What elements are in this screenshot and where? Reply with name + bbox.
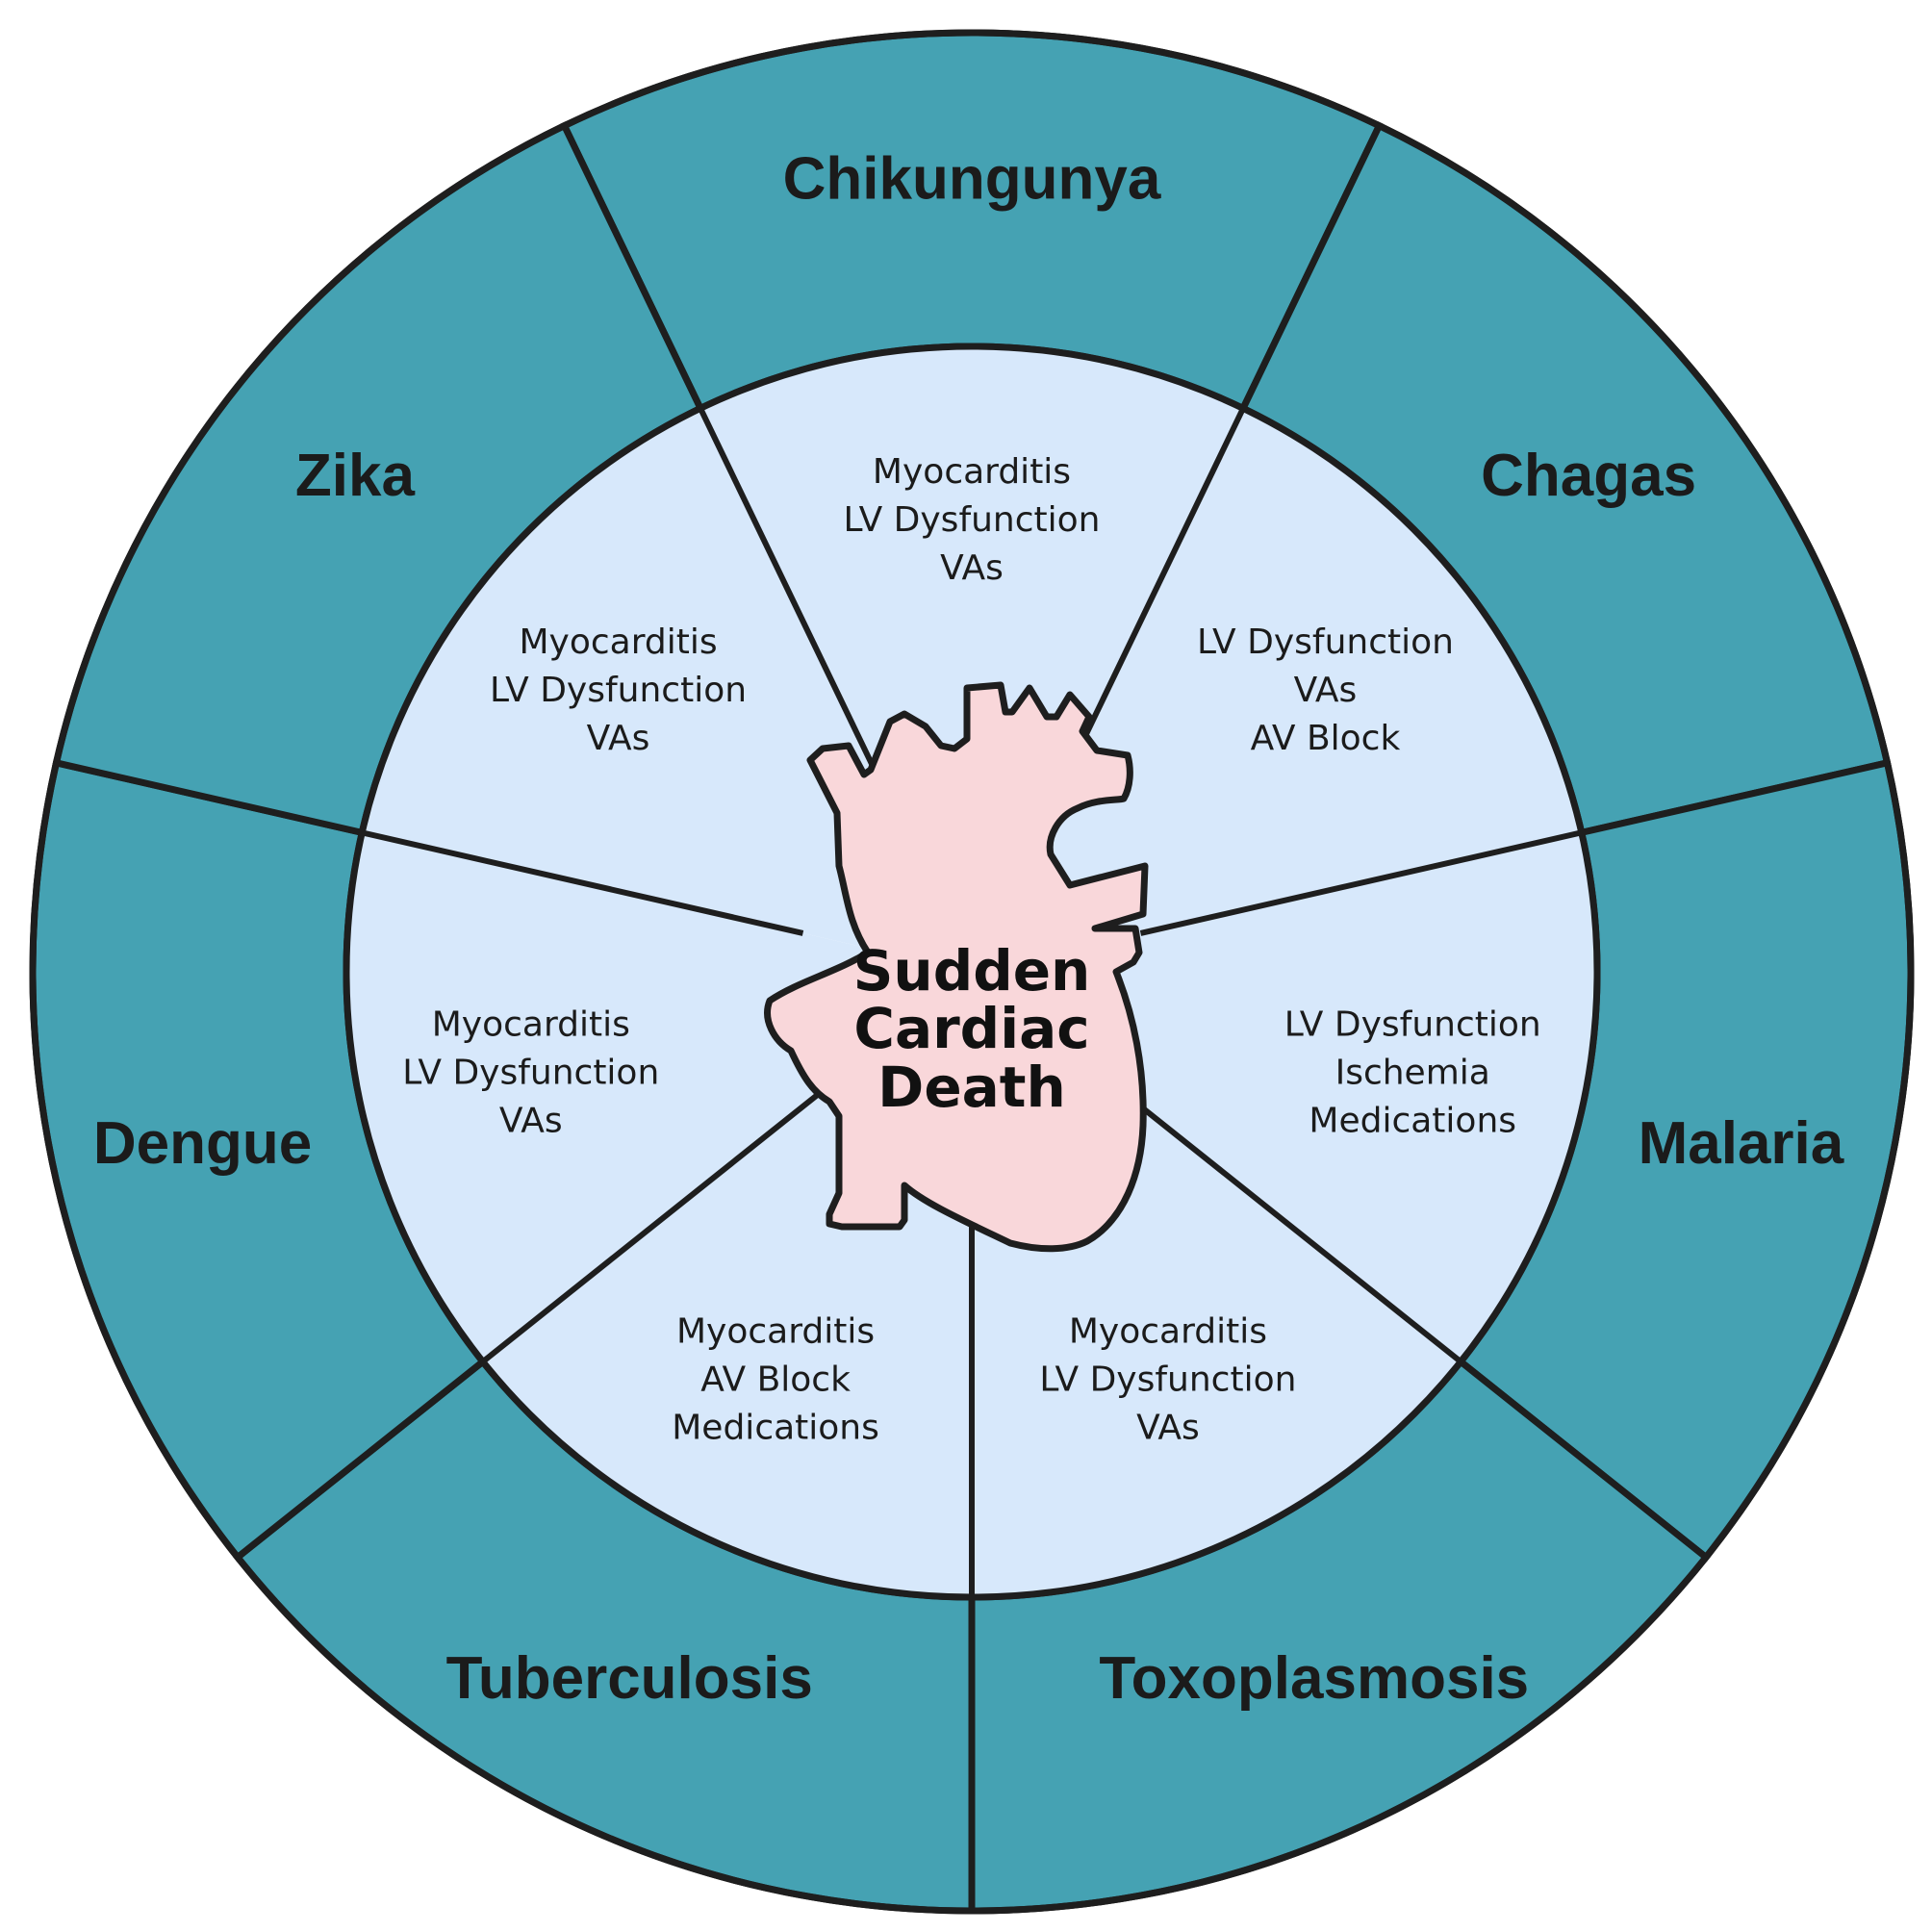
inner-segment-dengue bbox=[345, 832, 972, 1362]
segment-divider bbox=[1105, 1077, 1708, 1560]
effect-label-dengue: LV Dysfunction bbox=[402, 1054, 659, 1093]
effect-label-malaria: Medications bbox=[1309, 1102, 1516, 1141]
segment-divider bbox=[561, 124, 900, 818]
disease-label-toxoplasmosis: Toxoplasmosis bbox=[1099, 1645, 1529, 1712]
segment-dividers bbox=[29, 29, 1915, 1915]
effect-label-tuberculosis: Myocarditis bbox=[676, 1311, 875, 1351]
effect-label-malaria: Ischemia bbox=[1335, 1054, 1490, 1093]
center-title-line-2: Cardiac bbox=[853, 996, 1089, 1061]
effect-label-chikungunya: VAs bbox=[940, 548, 1004, 588]
effect-label-zika: LV Dysfunction bbox=[490, 671, 747, 710]
center-title: Sudden Cardiac Death bbox=[853, 938, 1091, 1120]
effect-label-malaria: LV Dysfunction bbox=[1284, 1005, 1541, 1045]
effect-label-chikungunya: Myocarditis bbox=[873, 452, 1071, 492]
segment-divider bbox=[55, 759, 804, 936]
disease-label-tuberculosis: Tuberculosis bbox=[446, 1645, 813, 1712]
disease-label-dengue: Dengue bbox=[93, 1110, 312, 1177]
segment-divider bbox=[236, 1077, 839, 1560]
effect-label-zika: VAs bbox=[587, 719, 650, 758]
effect-label-tuberculosis: AV Block bbox=[700, 1360, 851, 1399]
effect-label-dengue: Myocarditis bbox=[432, 1005, 630, 1045]
heart-shape bbox=[764, 681, 1149, 1253]
segment-divider bbox=[1139, 759, 1889, 936]
effect-label-dengue: VAs bbox=[499, 1102, 563, 1141]
center-title-line-3: Death bbox=[877, 1055, 1066, 1120]
inner-segment-chikungunya bbox=[699, 346, 1244, 973]
center-title-line-1: Sudden bbox=[853, 938, 1091, 1004]
outer-ring-border bbox=[29, 29, 1915, 1915]
effect-label-tuberculosis: Medications bbox=[672, 1408, 879, 1447]
effect-label-chagas: LV Dysfunction bbox=[1197, 623, 1454, 662]
disease-label-zika: Zika bbox=[295, 443, 416, 509]
effect-label-chagas: VAs bbox=[1294, 671, 1358, 710]
segment-divider bbox=[1044, 124, 1383, 818]
effect-label-toxoplasmosis: LV Dysfunction bbox=[1039, 1360, 1296, 1399]
disease-label-chikungunya: Chikungunya bbox=[783, 145, 1161, 212]
effect-label-toxoplasmosis: VAs bbox=[1136, 1408, 1200, 1447]
effect-label-zika: Myocarditis bbox=[519, 623, 717, 662]
effect-label-toxoplasmosis: Myocarditis bbox=[1069, 1311, 1267, 1351]
disease-label-malaria: Malaria bbox=[1639, 1110, 1844, 1177]
effect-label-chagas: AV Block bbox=[1251, 719, 1401, 758]
disease-label-chagas: Chagas bbox=[1481, 443, 1696, 509]
heart-icon bbox=[764, 681, 1149, 1253]
inner-ring-border bbox=[343, 343, 1601, 1601]
effect-label-chikungunya: LV Dysfunction bbox=[843, 500, 1100, 540]
